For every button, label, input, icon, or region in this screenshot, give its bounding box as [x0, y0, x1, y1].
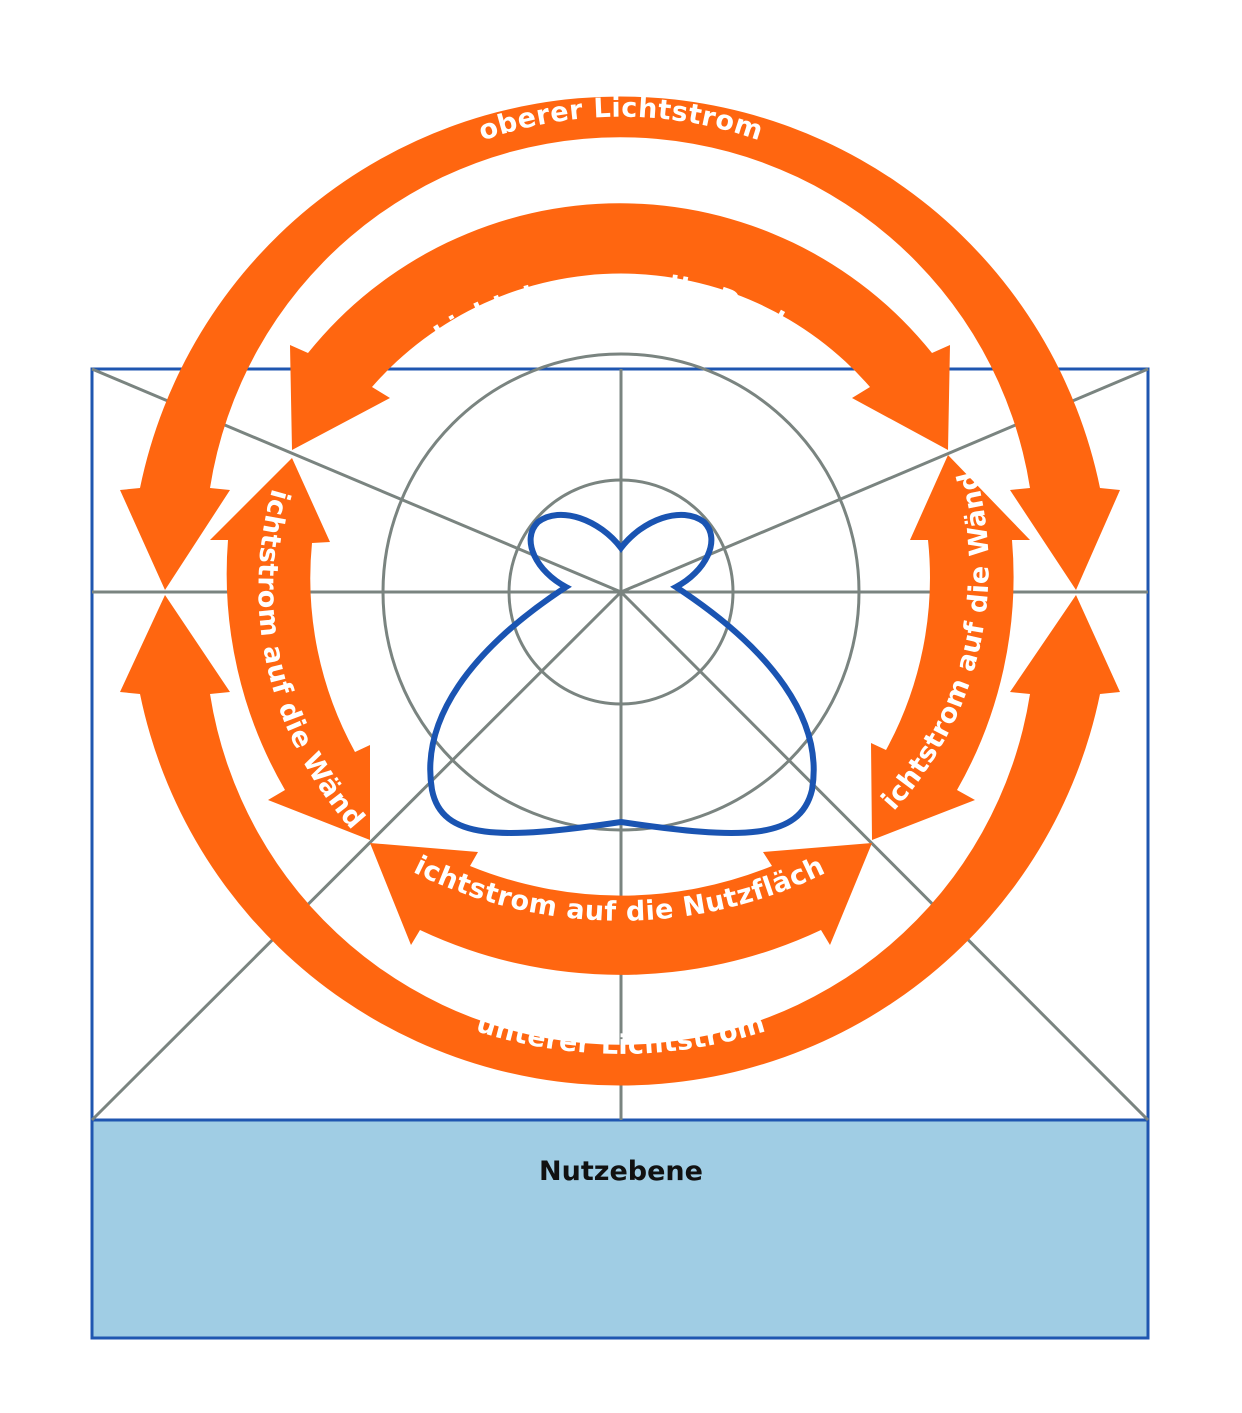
work-plane	[90, 1118, 1150, 1340]
upper-flux-arrow	[120, 96, 1120, 591]
lower-flux-arrow	[120, 595, 1120, 1086]
photometric-grid	[90, 352, 1150, 1122]
luminous-intensity-curve	[427, 511, 817, 836]
ceiling-flux-arrow	[290, 203, 950, 450]
grid-diagonal-left	[90, 590, 623, 1122]
walls-flux-arrow-right	[871, 455, 1030, 840]
walls-flux-arrow-left	[210, 458, 370, 840]
flux-arrows	[120, 96, 1120, 1086]
grid-diagonal-right	[619, 590, 1150, 1122]
work-surface-flux-arrow	[370, 843, 872, 975]
grid-circle-outer	[381, 352, 861, 832]
grid-circle-inner	[507, 478, 735, 706]
work-plane-label: Nutzebene	[539, 1156, 703, 1187]
